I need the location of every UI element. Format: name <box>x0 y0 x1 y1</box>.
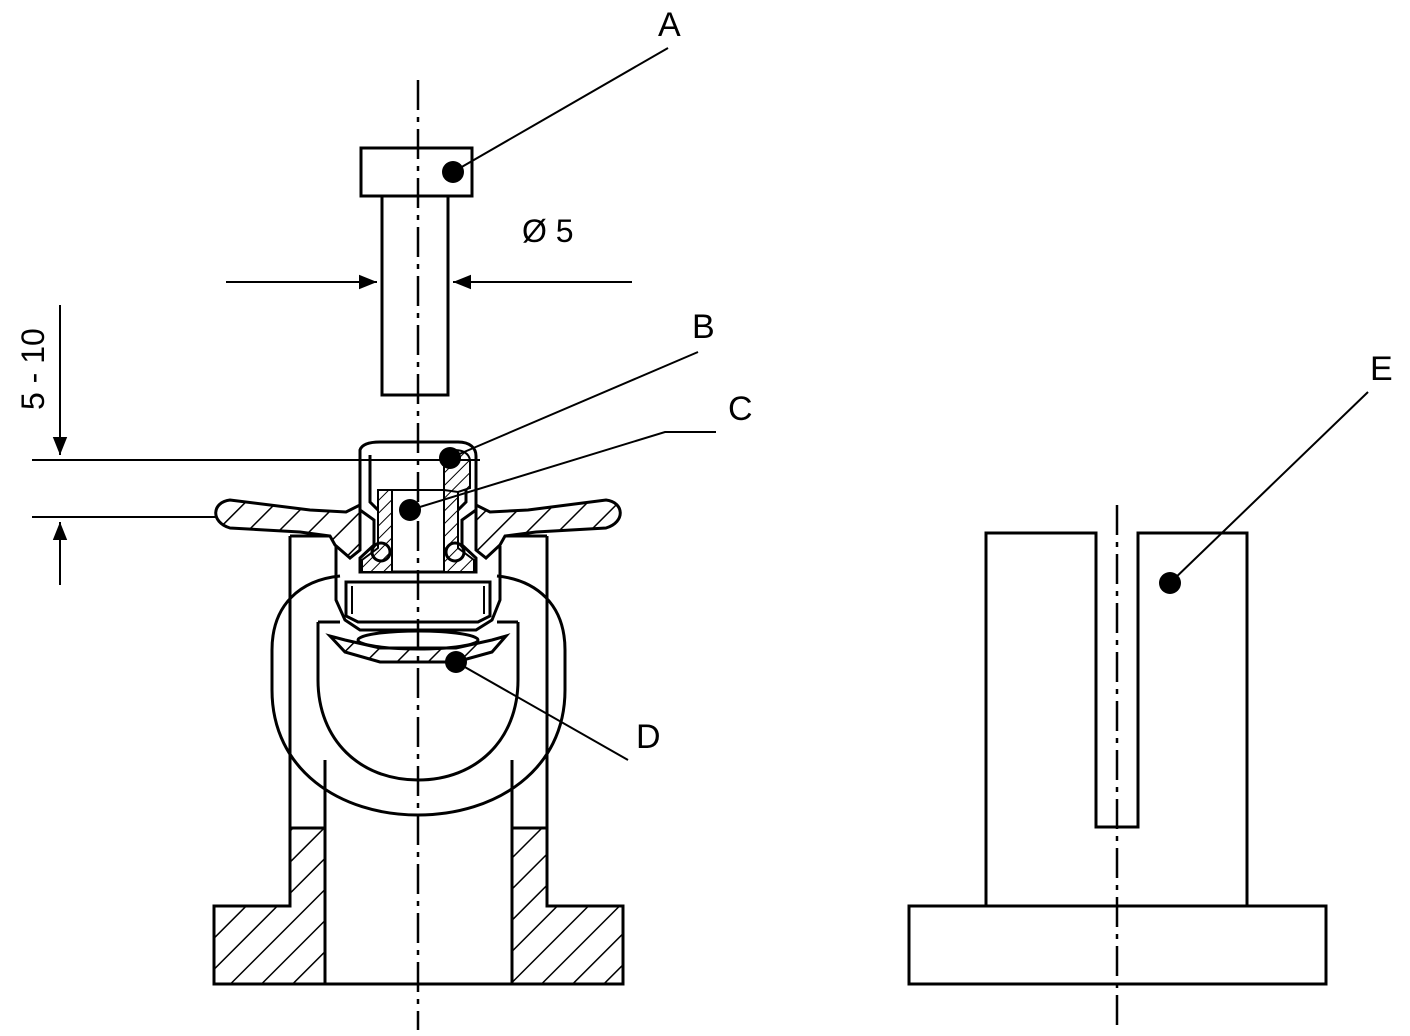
diameter-dimension: Ø 5 <box>226 213 632 290</box>
gap-dimension: 5 - 10 <box>15 305 480 585</box>
callout-b: B <box>439 308 715 469</box>
diameter-label: Ø 5 <box>522 213 574 249</box>
callout-c: C <box>399 390 753 521</box>
callout-a: A <box>442 6 681 183</box>
label-e: E <box>1370 350 1393 388</box>
label-b: B <box>692 308 715 346</box>
label-c: C <box>728 390 753 428</box>
right-fixture <box>907 505 1328 1030</box>
flange <box>214 498 622 560</box>
gap-label: 5 - 10 <box>15 328 51 410</box>
label-d: D <box>636 718 661 756</box>
callout-e: E <box>1159 350 1393 594</box>
callout-d: D <box>445 651 661 761</box>
label-a: A <box>658 6 681 44</box>
left-assembly <box>212 80 625 1030</box>
plunger-a <box>359 146 474 397</box>
